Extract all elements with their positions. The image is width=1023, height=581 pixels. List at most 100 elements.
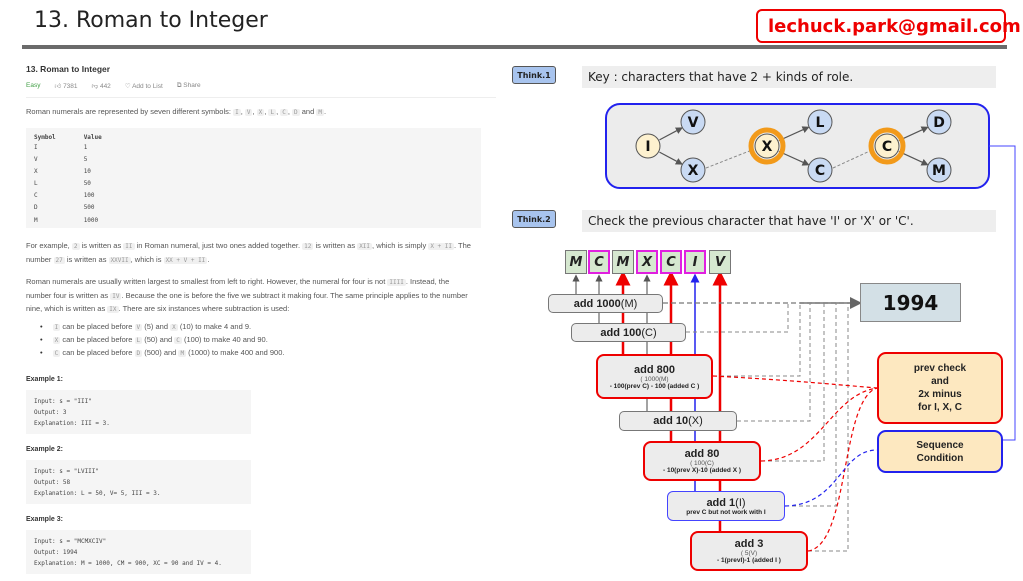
share-button[interactable]: ⧉ Share [176,82,201,89]
think1-tag: Think.1 [512,66,556,84]
sequence-cell: V [709,250,731,274]
note-link-red [712,375,878,389]
example-explanation: Explanation: M = 1000, CM = 900, XC = 90… [34,560,222,567]
role-edge [659,151,683,165]
example-explanation: Explanation: L = 50, V= 5, III = 3. [34,490,161,497]
sequence-cell: C [660,250,682,274]
thumbs-down-icon: 👎︎ [91,83,99,90]
problem-meta: Easy 👍︎ 7381 👎︎ 442 ♡ Add to List ⧉ Shar… [26,82,201,90]
header-divider [22,45,1007,49]
step-title: add 3 [734,538,764,550]
sequence-cell: M [565,250,587,274]
table-row: X 10 [34,167,130,179]
step-box: add 80( 100(C)- 10(prev X)-10 (added X ) [643,441,761,481]
result-box: 1994 [860,283,961,322]
example-code-block: Input: s = "III" Output: 3 Explanation: II… [26,390,251,434]
example-input: Input: s = "MCMXCIV" [34,538,107,545]
role-link [705,149,753,169]
sum-connector [785,303,837,507]
step-detail: ( 100(C) [690,460,714,467]
sum-connector [761,303,825,462]
roles-connector [989,145,1016,441]
example-output: Output: 58 [34,479,71,486]
author-email: lechuck.park@gmail.com [768,15,1021,37]
step-box: add 10(X) [619,411,737,431]
think1-heading: Key : characters that have 2 + kinds of … [582,66,996,88]
note-link-red [760,387,878,462]
heart-icon: ♡ [124,83,131,90]
note-link-red [807,387,878,552]
step-title: add 800 [634,363,675,376]
like-button[interactable]: 👍︎ 7381 [54,83,78,90]
sum-connector [713,303,801,377]
step-note: - 100(prev C) - 100 (added C ) [609,382,700,390]
list-item: X can be placed before L (50) and C (100… [40,334,284,347]
role-node-label: I [645,139,650,155]
example-heading: Example 2: [26,446,63,453]
value-cell: 5 [83,156,88,164]
step-title: add 80 [684,448,720,460]
example-heading: Example 1: [26,376,63,383]
role-node-label: C [815,163,825,179]
role-node-d [926,109,952,135]
meta-divider [26,97,496,98]
role-node-x2 [754,133,780,159]
problem-title: 13. Roman to Integer [26,64,111,74]
value-cell: 1 [83,144,88,151]
symbol-cell: V [34,156,38,164]
example-paragraph: For example, 2 is written as II in Roman… [26,241,471,264]
symbol-cell: M [34,216,38,224]
role-node-label: D [933,115,945,131]
value-cell: 1000 [83,216,99,224]
role-node-x1 [680,157,706,183]
author-badge: lechuck.park@gmail.com [756,9,1021,43]
role-node-label: C [882,139,892,155]
step-box: add 800( 1000(M)- 100(prev C) - 100 (add… [596,354,713,399]
symbol-cell: X [34,168,38,176]
example-explanation: Explanation: III = 3. [34,420,110,427]
sequence-cell: M [612,250,634,274]
list-item: I can be placed before V (5) and X (10) … [40,321,284,334]
value-cell: 10 [83,168,91,176]
example-output: Output: 1994 [34,549,78,556]
subtraction-paragraph: Roman numerals are usually written large… [26,277,468,313]
step-title: add 10(X) [653,415,703,427]
step-detail: ( 1000(M) [640,375,669,383]
table-header-row: Symbol Value [34,134,102,141]
step-title: add 1000(M) [573,297,638,310]
thumbs-up-icon: 👍︎ [54,83,62,90]
role-node-label: L [816,115,825,131]
symbol-cell: D [34,204,38,212]
table-row: M 1000 [34,216,130,228]
example-heading: Example 3: [26,516,63,523]
note-link-blue [784,449,878,507]
sequence-cell: I [684,250,706,274]
dual-role-ring [748,127,786,165]
step-detail: ( 5(V) [740,550,758,557]
role-node-c2 [874,133,900,159]
add-to-list-button[interactable]: ♡ Add to List [124,83,163,90]
sum-connector [737,303,811,422]
subtraction-rules-list: I can be placed before V (5) and X (10) … [40,321,284,360]
step-box: add 1000(M) [548,294,663,313]
sum-connector [808,303,849,552]
example-input: Input: s = "LVIII" [34,468,100,475]
sequence-cell: X [636,250,658,274]
step-box: add 3( 5(V)- 1(prevI)-1 (added I ) [690,531,808,571]
dislike-button[interactable]: 👎︎ 442 [91,83,111,90]
step-title: add 100(C) [600,326,657,339]
example-output: Output: 3 [34,409,67,416]
value-cell: 500 [83,204,95,212]
role-node-v [680,109,706,135]
symbol-cell: I [34,144,38,151]
role-node-c1 [807,157,833,183]
example-input: Input: s = "III" [34,398,92,405]
dual-role-ring [868,127,906,165]
sequence-condition-note: Sequence Condition [877,430,1003,473]
sequence-cell: C [588,250,610,274]
